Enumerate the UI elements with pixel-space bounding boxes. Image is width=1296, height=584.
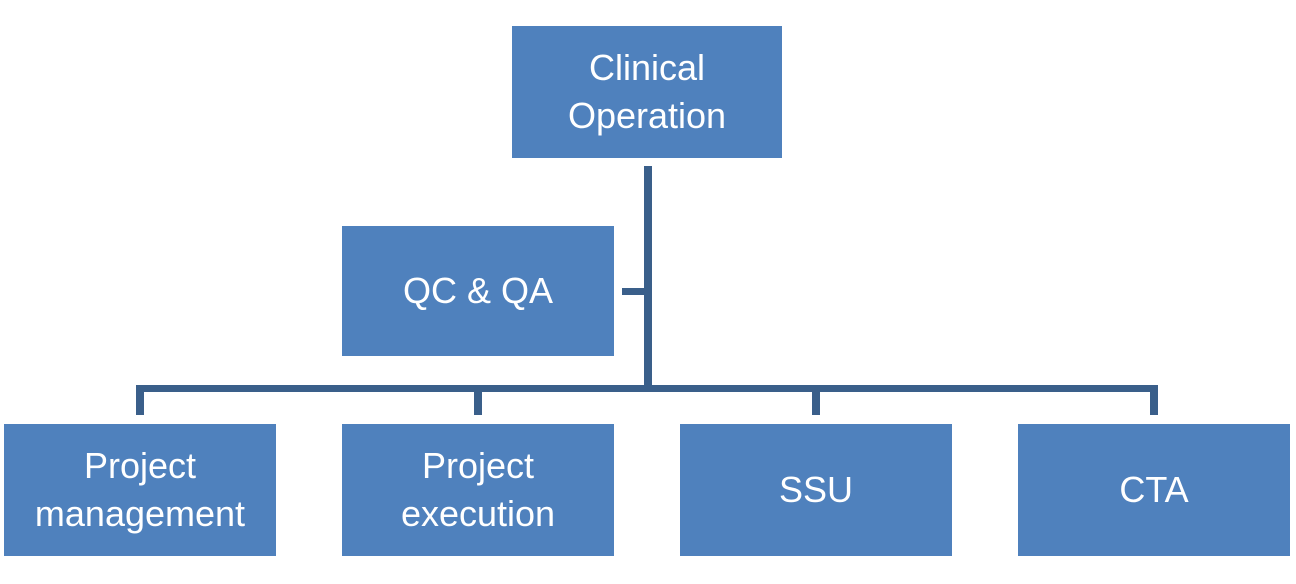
node-ssu: SSU xyxy=(680,424,952,556)
node-qc-qa-label: QC & QA xyxy=(402,270,554,311)
node-clinical-operation: Clinical Operation xyxy=(512,26,782,158)
node-clinical-operation-label: Clinical Operation xyxy=(567,47,727,136)
node-project-management: Project management xyxy=(4,424,276,556)
child-connector-4 xyxy=(1150,385,1158,415)
node-project-execution: Project execution xyxy=(342,424,614,556)
node-project-management-label: Project management xyxy=(34,445,246,534)
node-cta-label: CTA xyxy=(1119,469,1189,510)
node-cta: CTA xyxy=(1018,424,1290,556)
node-project-execution-label: Project execution xyxy=(400,445,556,534)
child-connector-2 xyxy=(474,385,482,415)
assistant-connector xyxy=(622,288,648,295)
node-qc-qa: QC & QA xyxy=(342,226,614,356)
child-connector-1 xyxy=(136,385,144,415)
node-ssu-label: SSU xyxy=(778,469,854,510)
trunk-connector xyxy=(644,166,652,390)
horizontal-bus-connector xyxy=(136,385,1158,392)
child-connector-3 xyxy=(812,385,820,415)
